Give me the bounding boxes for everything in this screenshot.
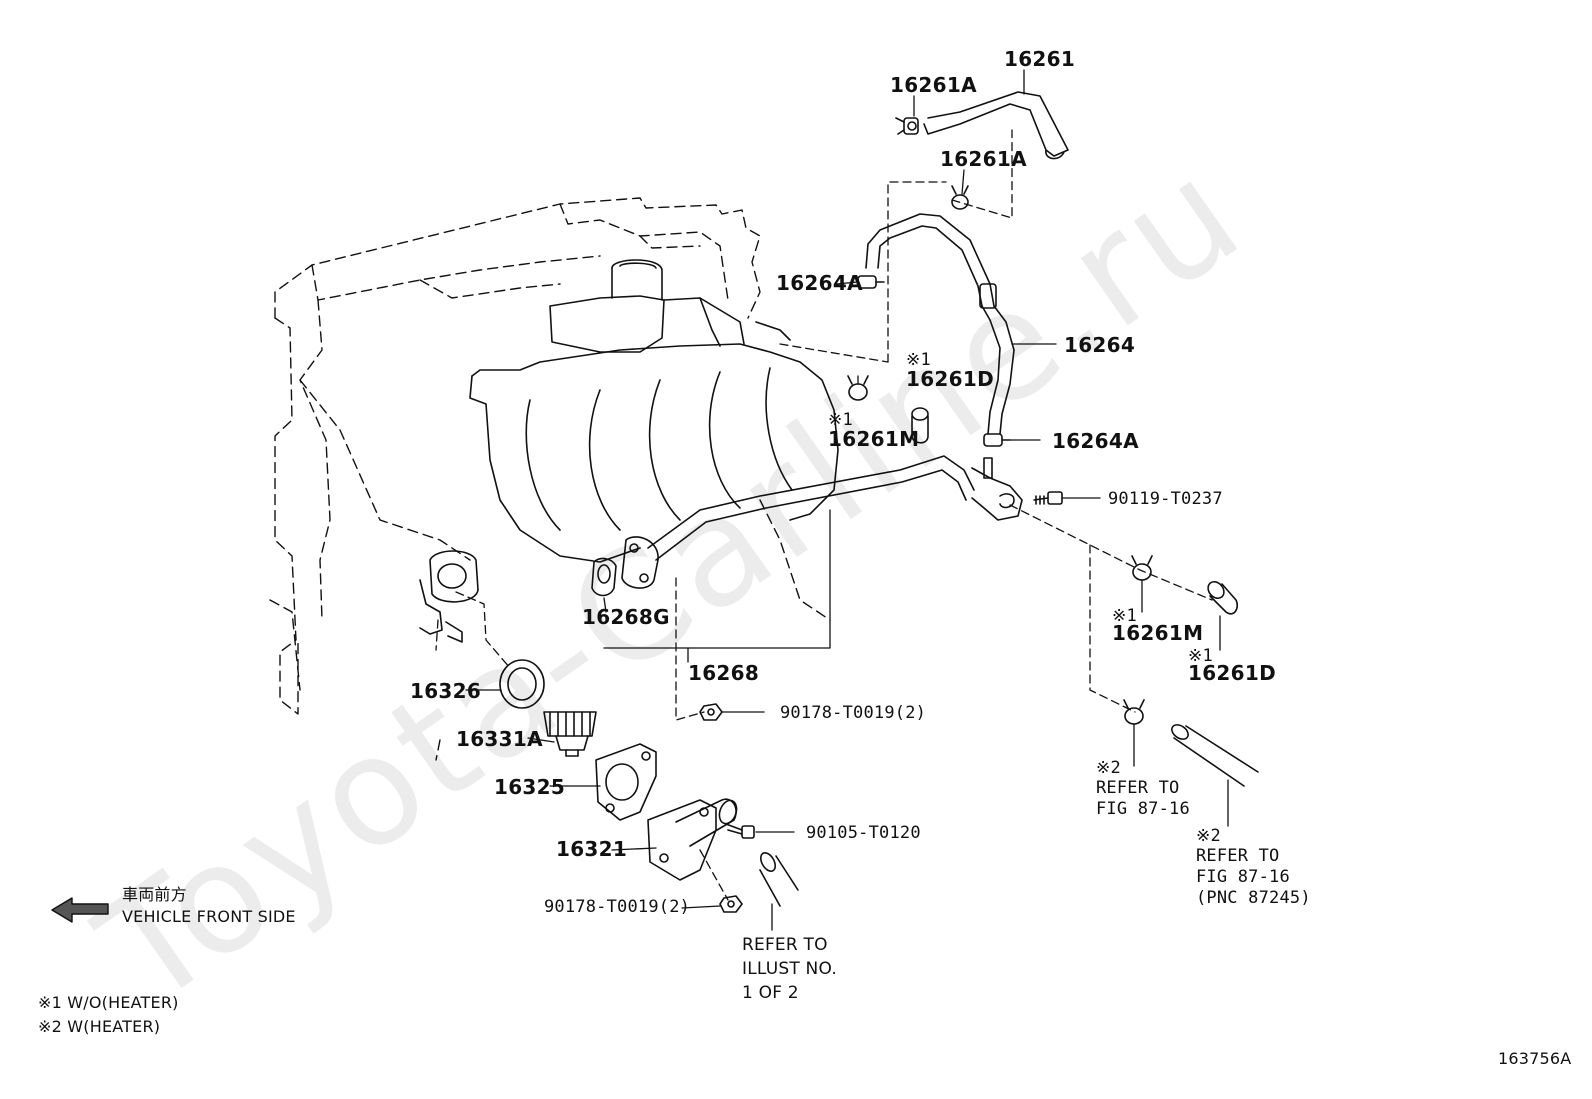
bolt-90119 [1033,491,1063,505]
label-16261D-upper: 16261D [906,367,994,391]
hose-radiator [759,852,799,907]
label-16261: 16261 [1004,47,1076,71]
label-16261D-lower: 16261D [1188,661,1276,685]
front-direction-arrow [51,897,109,923]
label-16264A-upper: 16264A [776,271,863,295]
refer-fig-87-16-b-line2: FIG 87-16 [1196,867,1290,887]
label-16321: 16321 [556,837,628,861]
plug-16261D-upper [911,407,929,444]
label-16325: 16325 [494,775,566,799]
nut-90178-lower [719,895,743,913]
label-16261M-upper: 16261M [828,427,920,451]
label-16261M-lower: 16261M [1112,621,1204,645]
refer-fig-87-16-b-line1: REFER TO [1196,846,1280,866]
thermostat-16331A [543,711,597,757]
engine-block-outline [269,197,831,761]
dashed-leaders [435,129,1213,901]
gasket-16268G [591,557,617,597]
label-16268: 16268 [688,661,760,685]
water-inlet-16321 [647,798,738,881]
intake-manifold [469,259,839,563]
refer-illust-line3: 1 OF 2 [742,983,799,1003]
leader-lines [465,69,1229,931]
label-16331A: 16331A [456,727,543,751]
footnote-2: ※2 W(HEATER) [38,1017,161,1036]
mark-1-lower-m: ※1 [1112,606,1137,626]
hose-16264 [865,213,1015,435]
hose-16261 [923,91,1069,160]
label-16264A-lower: 16264A [1052,429,1139,453]
water-inlet-housing-engine [419,550,479,643]
refer-fig-87-16-a-line2: FIG 87-16 [1096,799,1190,819]
label-90178-lower: 90178-T0019(2) [544,897,691,917]
label-16264: 16264 [1064,333,1136,357]
direction-label-jp: 車両前方 [122,885,187,904]
nut-90178-upper [699,703,723,721]
mark-1-upper-m: ※1 [828,410,853,430]
clamp-heater [1123,699,1145,725]
refer-illust-line2: ILLUST NO. [742,959,837,979]
label-16261A-top: 16261A [890,73,977,97]
label-90105: 90105-T0120 [806,823,921,843]
refer-fig-87-16-a-line1: REFER TO [1096,778,1180,798]
figure-code: 163756A [1498,1049,1572,1068]
label-16261A-mid: 16261A [940,147,1027,171]
refer-illust-line1: REFER TO [742,935,828,955]
label-90119: 90119-T0237 [1108,489,1223,509]
mark-1-lower-d: ※1 [1188,646,1213,666]
footnote-1: ※1 W/O(HEATER) [38,993,179,1012]
hose-heater [1171,724,1259,787]
mark-1-upper-d: ※1 [906,350,931,370]
direction-label-en: VEHICLE FRONT SIDE [122,907,296,926]
plug-16261D-lower [1207,580,1239,615]
clamp-16261M-lower [1131,555,1153,581]
mark-2-b: ※2 [1196,826,1221,846]
pipe-16268 [647,455,1023,561]
refer-fig-87-16-b-line3: (PNC 87245) [1196,888,1311,908]
gasket-16325 [595,743,657,821]
gasket-16326 [499,659,545,709]
clamp-16261A-mid [951,185,969,210]
bolt-90105 [725,823,755,839]
label-90178-upper: 90178-T0019(2) [780,703,927,723]
label-16326: 16326 [410,679,482,703]
mark-2-a: ※2 [1096,758,1121,778]
label-16268G: 16268G [582,605,670,629]
clamp-16264A-lower [983,433,1011,447]
clamp-16261A-top [895,117,919,135]
flange-16268 [621,536,659,589]
